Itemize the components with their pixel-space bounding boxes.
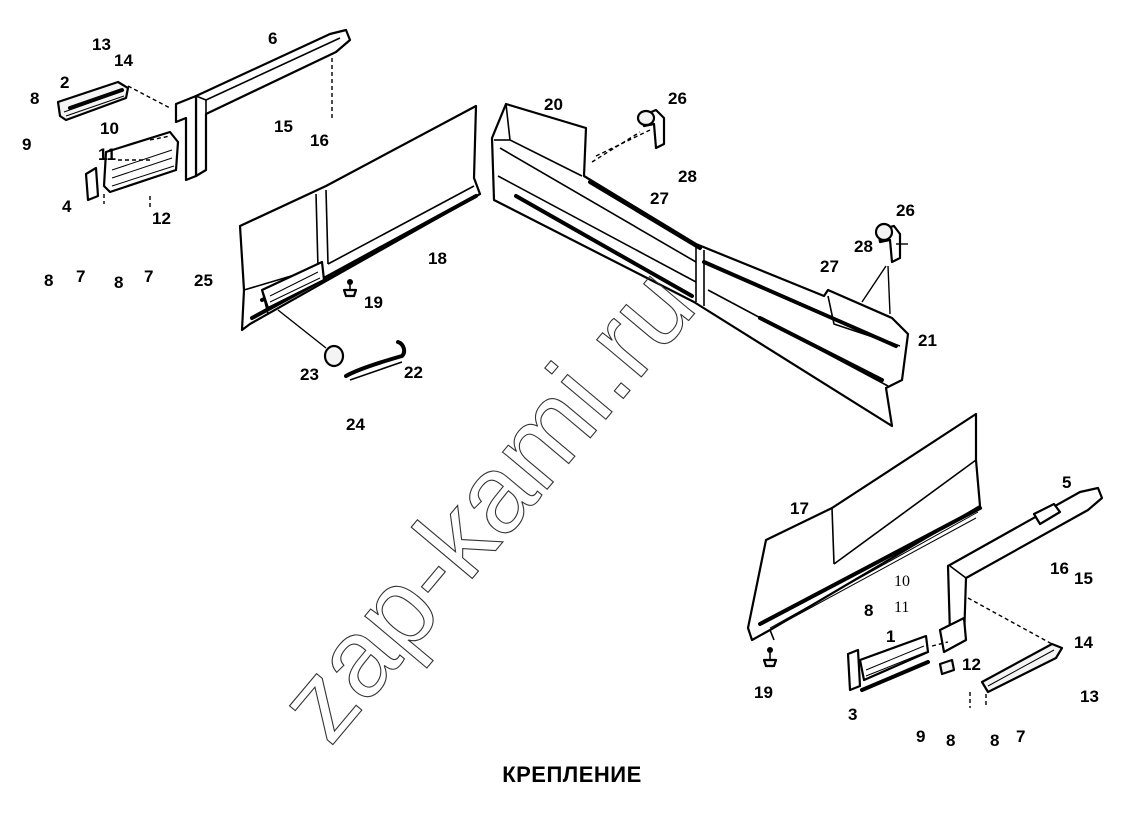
- callout-24: 24: [346, 415, 365, 434]
- callout-11-left: 11: [98, 145, 116, 164]
- callout-8-right-a: 8: [864, 601, 873, 620]
- callout-28-top: 28: [678, 167, 697, 186]
- callout-27-right: 27: [820, 257, 839, 276]
- callout-28-right: 28: [854, 237, 873, 256]
- callout-18: 18: [428, 249, 447, 268]
- part-19-bolt-right: [762, 658, 778, 668]
- part-6-bracket-bar: [194, 28, 352, 178]
- part-28-clip-head-right: [874, 222, 894, 242]
- callout-8-right-b: 8: [946, 731, 955, 750]
- callout-19-right: 19: [754, 683, 773, 702]
- part-5-vertical-foot: [938, 616, 968, 654]
- callout-9-left: 9: [22, 135, 31, 154]
- part-6-vertical-strap: [174, 94, 198, 182]
- callout-12-left: 12: [152, 209, 171, 228]
- left-mounting-bracket-assembly: [56, 28, 352, 210]
- callout-7-row-a: 7: [76, 267, 85, 286]
- left-side-panel: [238, 104, 482, 381]
- callout-8-row-a: 8: [44, 271, 53, 290]
- part-28-clip-head-top: [636, 109, 656, 127]
- callout-26-top: 26: [668, 89, 687, 108]
- callout-19-left: 19: [364, 293, 383, 312]
- callout-4: 4: [62, 197, 72, 216]
- part-23-cap: [323, 344, 345, 368]
- callout-17: 17: [790, 499, 809, 518]
- callout-20: 20: [544, 95, 563, 114]
- callout-10-right: 10: [894, 573, 910, 590]
- callout-9-right: 9: [916, 727, 925, 746]
- callout-14-left: 14: [114, 51, 133, 70]
- callout-13-right: 13: [1080, 687, 1099, 706]
- callout-labels: 13 14 2 8 9 10 11 4 12 6 15 16 8 7 8 7 2…: [22, 29, 1099, 750]
- callout-16-left: 16: [310, 131, 329, 150]
- callout-10-left: 10: [100, 119, 119, 138]
- callout-21: 21: [918, 331, 937, 350]
- part-12-block: [938, 658, 956, 676]
- callout-1: 1: [886, 627, 895, 646]
- part-11-plate: [102, 130, 180, 194]
- callout-16-right: 16: [1050, 559, 1069, 578]
- callout-6: 6: [268, 29, 277, 48]
- callout-23: 23: [300, 365, 319, 384]
- right-mounting-bracket-assembly: [846, 486, 1104, 708]
- callout-25: 25: [194, 271, 213, 290]
- callout-15-left: 15: [274, 117, 293, 136]
- callout-11-right: 11: [894, 599, 909, 616]
- part-3-clip: [846, 648, 862, 692]
- callout-12-right: 12: [962, 655, 981, 674]
- diagram-caption: КРЕПЛЕНИЕ: [502, 762, 642, 787]
- middle-long-panel: [490, 102, 910, 428]
- right-side-panel: [746, 412, 982, 668]
- part-19-bolt-left: [342, 288, 358, 298]
- callout-8-row-b: 8: [114, 273, 123, 292]
- callout-15-right: 15: [1074, 569, 1093, 588]
- callout-7-row-b: 7: [144, 267, 153, 286]
- part-17-right-panel: [746, 412, 982, 642]
- callout-8-left-top: 8: [30, 89, 39, 108]
- callout-8-right-c: 8: [990, 731, 999, 750]
- callout-22: 22: [404, 363, 423, 382]
- callout-3: 3: [848, 705, 857, 724]
- callout-14-right: 14: [1074, 633, 1093, 652]
- callout-5: 5: [1062, 473, 1071, 492]
- callout-13-left: 13: [92, 35, 111, 54]
- callout-7-right: 7: [1016, 727, 1025, 746]
- callout-26-right: 26: [896, 201, 915, 220]
- callout-27-top: 27: [650, 189, 669, 208]
- callout-2: 2: [60, 73, 69, 92]
- watermark-text: zap-kami.ru: [254, 244, 718, 763]
- part-4-clip: [84, 166, 100, 202]
- part-22-handle: [344, 340, 407, 378]
